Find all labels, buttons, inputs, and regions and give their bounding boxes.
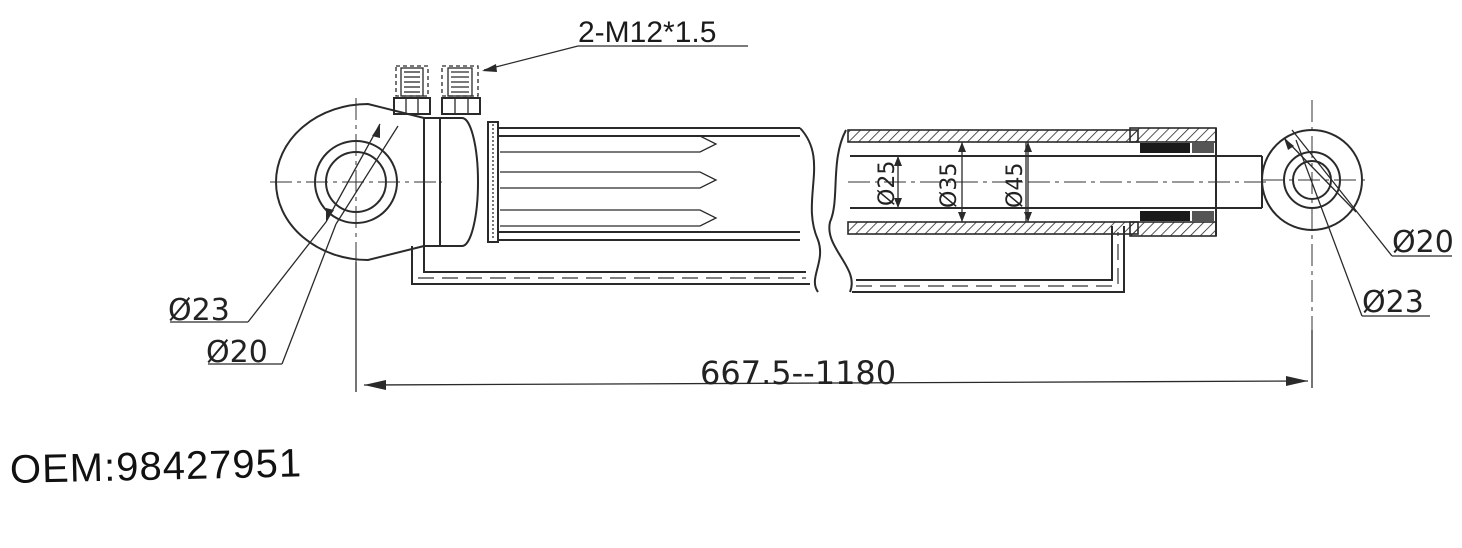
external-oil-pipe — [411, 226, 1125, 293]
right-diameter-callouts: Ø20 Ø23 — [1283, 129, 1454, 320]
port-fitting-2 — [441, 65, 481, 115]
left-inner-diameter-label: Ø20 — [206, 335, 268, 370]
thread-callout: 2-M12*1.5 — [482, 16, 748, 72]
left-eye-mount — [270, 98, 479, 262]
right-outer-diameter-label: Ø23 — [1362, 285, 1424, 320]
barrel-left-section — [487, 121, 822, 293]
port-thread-label: 2-M12*1.5 — [578, 16, 716, 49]
right-eye-mount — [1261, 100, 1366, 340]
port-fitting-1 — [393, 65, 431, 115]
rod-diameter-label: Ø25 — [875, 161, 900, 206]
bore-diameter-label: Ø45 — [1003, 163, 1028, 208]
stroke-length-label: 667.5--1180 — [700, 354, 896, 392]
length-dimension: 667.5--1180 — [355, 262, 1313, 392]
left-outer-diameter-label: Ø23 — [168, 293, 230, 328]
barrel-right-section — [828, 127, 1270, 293]
internal-diameter-dims: Ø25 Ø35 Ø45 — [875, 142, 1032, 222]
right-inner-diameter-label: Ø20 — [1392, 225, 1454, 260]
mid-diameter-label: Ø35 — [937, 163, 962, 208]
oem-number: OEM:98427951 — [9, 441, 303, 492]
left-diameter-callouts: Ø23 Ø20 — [168, 123, 399, 370]
